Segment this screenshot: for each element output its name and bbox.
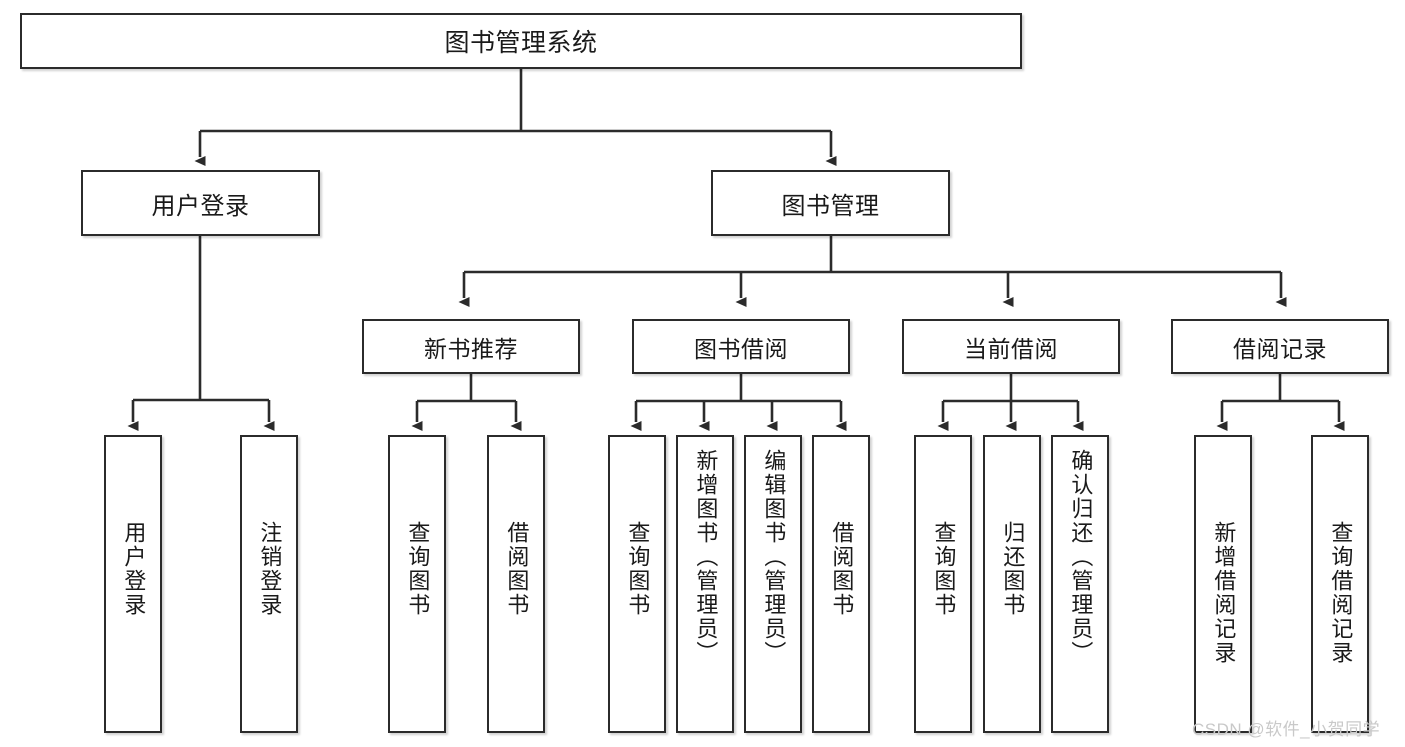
leaf-book-borrow-borrow-book[interactable]: 借阅图书 bbox=[812, 435, 870, 733]
leaf-current-borrow-confirm-return-admin[interactable]: 确认归还（管理员） bbox=[1051, 435, 1109, 733]
node-label: 新增借阅记录 bbox=[1211, 521, 1237, 665]
leaf-book-borrow-query-book[interactable]: 查询图书 bbox=[608, 435, 666, 733]
node-label: 编辑图书（管理员） bbox=[761, 449, 787, 665]
csdn-watermark: CSDN @软件_小贺同学 bbox=[1192, 720, 1381, 739]
node-label: 用户登录 bbox=[121, 521, 147, 617]
leaf-current-borrow-return-book[interactable]: 归还图书 bbox=[983, 435, 1041, 733]
node-label: 确认归还（管理员） bbox=[1068, 449, 1094, 665]
node-label: 新增图书（管理员） bbox=[693, 449, 719, 665]
node-label: 查询图书 bbox=[931, 521, 957, 617]
leaf-book-borrow-edit-book-admin[interactable]: 编辑图书（管理员） bbox=[744, 435, 802, 733]
node-user-login[interactable]: 用户登录 bbox=[81, 170, 320, 236]
leaf-current-borrow-query-book[interactable]: 查询图书 bbox=[914, 435, 972, 733]
node-label: 用户登录 bbox=[151, 192, 250, 220]
node-borrow-record[interactable]: 借阅记录 bbox=[1171, 319, 1389, 374]
node-label: 借阅记录 bbox=[1233, 335, 1327, 362]
leaf-user-login-logout[interactable]: 注销登录 bbox=[240, 435, 298, 733]
leaf-user-login-login[interactable]: 用户登录 bbox=[104, 435, 162, 733]
node-label: 借阅图书 bbox=[829, 521, 855, 617]
node-label: 借阅图书 bbox=[504, 521, 530, 617]
node-root-book-management-system[interactable]: 图书管理系统 bbox=[20, 13, 1022, 69]
node-label: 注销登录 bbox=[257, 521, 283, 617]
leaf-book-borrow-add-book-admin[interactable]: 新增图书（管理员） bbox=[676, 435, 734, 733]
node-label: 查询图书 bbox=[405, 521, 431, 617]
node-label: 图书管理系统 bbox=[444, 29, 598, 57]
node-label: 图书管理 bbox=[781, 192, 880, 220]
node-label: 当前借阅 bbox=[964, 335, 1058, 362]
node-new-book-recommend[interactable]: 新书推荐 bbox=[362, 319, 580, 374]
leaf-new-book-borrow-book[interactable]: 借阅图书 bbox=[487, 435, 545, 733]
node-label: 查询图书 bbox=[625, 521, 651, 617]
node-label: 查询借阅记录 bbox=[1328, 521, 1354, 665]
leaf-borrow-record-query-record[interactable]: 查询借阅记录 bbox=[1311, 435, 1369, 733]
node-label: 归还图书 bbox=[1000, 521, 1026, 617]
node-label: 图书借阅 bbox=[694, 335, 788, 362]
node-label: 新书推荐 bbox=[424, 335, 518, 362]
leaf-borrow-record-add-record[interactable]: 新增借阅记录 bbox=[1194, 435, 1252, 733]
leaf-new-book-query-book[interactable]: 查询图书 bbox=[388, 435, 446, 733]
node-book-management[interactable]: 图书管理 bbox=[711, 170, 950, 236]
node-book-borrow[interactable]: 图书借阅 bbox=[632, 319, 850, 374]
node-current-borrow[interactable]: 当前借阅 bbox=[902, 319, 1120, 374]
